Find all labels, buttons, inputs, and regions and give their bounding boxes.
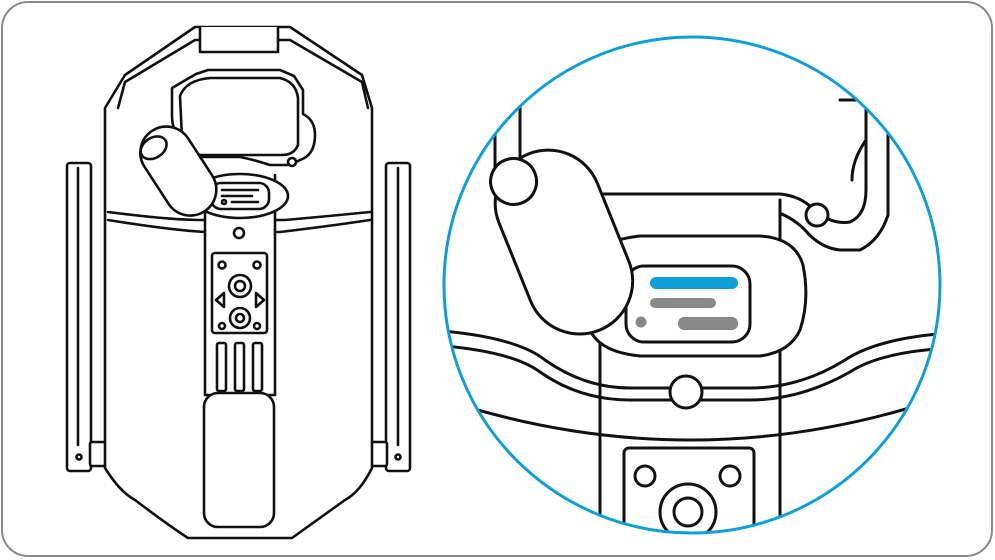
vent-slots xyxy=(215,341,264,393)
status-bar-secondary xyxy=(650,298,716,308)
top-cap xyxy=(198,25,280,54)
finger-enlarged xyxy=(489,148,635,336)
status-bar-primary xyxy=(650,277,738,289)
power-button xyxy=(668,374,704,410)
status-bar-tertiary xyxy=(678,317,738,330)
status-dot xyxy=(635,316,647,328)
shoulder-curve xyxy=(444,343,940,402)
bottom-pod xyxy=(202,391,276,529)
device-overview-panel xyxy=(65,25,412,540)
magnifier-ring xyxy=(442,35,942,535)
finger-overview xyxy=(139,125,218,217)
detail-zoom-panel xyxy=(444,37,940,533)
